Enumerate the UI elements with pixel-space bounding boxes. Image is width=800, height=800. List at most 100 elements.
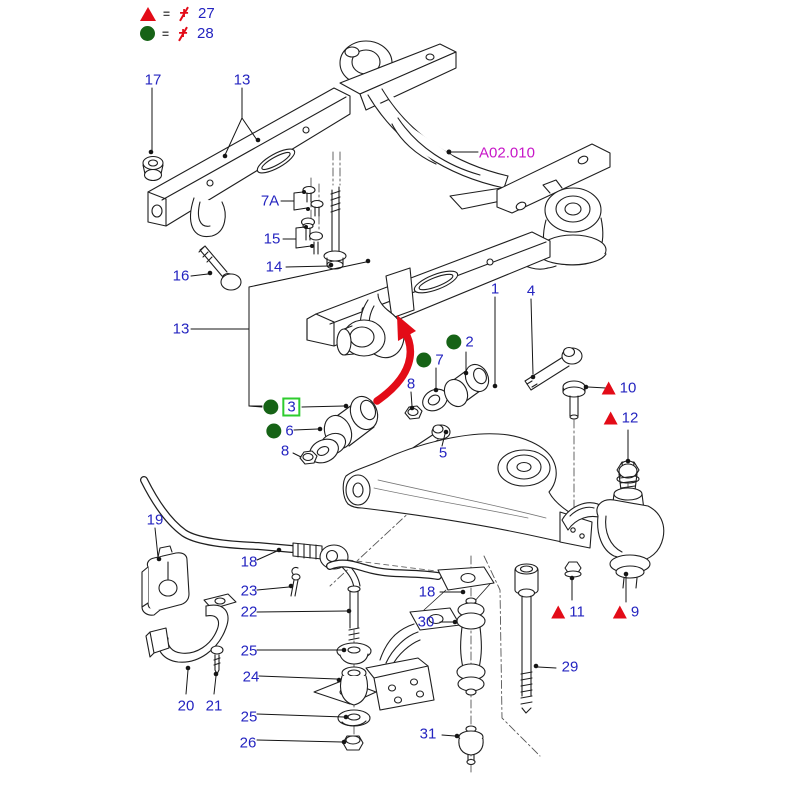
- part-label-11[interactable]: 11: [551, 604, 585, 621]
- part-label-5[interactable]: 5: [439, 445, 447, 462]
- legend-row-28: = + 28: [140, 25, 215, 42]
- part-number: 23: [240, 582, 258, 600]
- part-label-24[interactable]: 24: [243, 669, 260, 686]
- legend-number: 27: [198, 5, 215, 22]
- part-label-19[interactable]: 19: [147, 512, 164, 529]
- part-number: 16: [172, 267, 190, 285]
- part-number: 3: [282, 397, 301, 417]
- part-number: 18: [418, 583, 436, 601]
- subframe-upper-assembly: [302, 40, 611, 270]
- part-label-25[interactable]: 25: [241, 709, 258, 726]
- legend-row-27: = + 27: [140, 5, 215, 22]
- part-number: 17: [144, 71, 162, 89]
- part-label-16[interactable]: 16: [173, 268, 190, 285]
- part-label-20[interactable]: 20: [178, 698, 195, 715]
- legend: = + 27 = + 28: [140, 5, 215, 42]
- part-label-4[interactable]: 4: [527, 283, 535, 300]
- rear-crossmember: [306, 231, 551, 359]
- legend-number: 28: [197, 25, 214, 42]
- part-label-23[interactable]: 23: [241, 583, 258, 600]
- red-direction-arrow: [373, 315, 416, 405]
- part-number: 4: [526, 282, 536, 300]
- red-triangle-icon: [140, 6, 156, 21]
- part-number: 7A: [260, 192, 280, 210]
- part-label-31[interactable]: 31: [420, 726, 437, 743]
- reference-label-A02.010[interactable]: A02.010: [479, 145, 535, 162]
- part-label-8[interactable]: 8: [407, 376, 415, 393]
- stabilizer-link-parts: [326, 559, 539, 766]
- part-label-30[interactable]: 30: [418, 614, 435, 631]
- part-label-7A[interactable]: 7A: [261, 193, 279, 210]
- part-number: 22: [240, 603, 258, 621]
- green-circle-icon: [266, 423, 282, 439]
- part-number: 15: [263, 230, 281, 248]
- red-triangle-icon: [601, 381, 616, 395]
- part-label-18[interactable]: 18: [419, 584, 436, 601]
- part-label-6[interactable]: 6: [266, 422, 294, 440]
- balljoint-and-bolts: [524, 346, 665, 589]
- part-number: 29: [561, 658, 579, 676]
- part-number: 11: [569, 603, 585, 621]
- part-number: 5: [438, 444, 448, 462]
- red-triangle-icon: [612, 605, 627, 619]
- part-number: 20: [177, 697, 195, 715]
- part-label-26[interactable]: 26: [240, 735, 257, 752]
- part-label-22[interactable]: 22: [241, 604, 258, 621]
- part-number: 10: [619, 379, 637, 397]
- part-label-13[interactable]: 13: [173, 321, 190, 338]
- part-number: 12: [621, 409, 639, 427]
- part-number: 8: [280, 442, 290, 460]
- red-triangle-icon: [551, 605, 566, 619]
- part-label-15[interactable]: 15: [264, 231, 281, 248]
- part-label-12[interactable]: 12: [603, 409, 639, 427]
- not-equal-icon: +: [177, 5, 191, 22]
- part-label-18[interactable]: 18: [241, 554, 258, 571]
- leader-dots: [148, 137, 631, 745]
- part-label-14[interactable]: 14: [266, 259, 283, 276]
- fixing-screws: [300, 185, 347, 270]
- part-label-9[interactable]: 9: [612, 603, 640, 621]
- green-circle-icon: [140, 26, 155, 41]
- part-label-10[interactable]: 10: [601, 379, 637, 397]
- part-label-2[interactable]: 2: [446, 333, 474, 351]
- part-number: 21: [205, 697, 223, 715]
- green-circle-icon: [416, 352, 432, 368]
- part-label-25[interactable]: 25: [241, 643, 258, 660]
- part-number: 8: [406, 375, 416, 393]
- equals-sign: =: [162, 26, 170, 41]
- red-triangle-icon: [603, 411, 618, 425]
- front-crossmember: [142, 87, 351, 291]
- part-number: 2: [465, 333, 474, 351]
- part-number: A02.010: [479, 144, 535, 162]
- part-number: 18: [240, 553, 258, 571]
- part-label-3[interactable]: 3: [263, 397, 301, 417]
- part-label-17[interactable]: 17: [145, 72, 162, 89]
- part-label-7[interactable]: 7: [416, 351, 444, 369]
- part-number: 6: [285, 422, 294, 440]
- part-number: 26: [239, 734, 257, 752]
- part-number: 25: [240, 708, 258, 726]
- leader-lines: [151, 87, 629, 743]
- equals-sign: =: [163, 6, 171, 21]
- subframe-mount-stack: [313, 623, 435, 751]
- part-label-1[interactable]: 1: [491, 281, 499, 298]
- not-equal-icon: +: [176, 25, 190, 42]
- part-number: 25: [240, 642, 258, 660]
- part-number: 14: [265, 258, 283, 276]
- part-label-8[interactable]: 8: [281, 443, 289, 460]
- stabilizer-bar-assembly: [140, 476, 361, 675]
- part-number: 1: [490, 280, 500, 298]
- part-number: 24: [242, 668, 260, 686]
- part-number: 19: [146, 511, 164, 529]
- part-label-29[interactable]: 29: [562, 659, 579, 676]
- part-number: 13: [233, 71, 251, 89]
- part-label-13[interactable]: 13: [234, 72, 251, 89]
- part-number: 7: [435, 351, 444, 369]
- part-number: 31: [419, 725, 437, 743]
- green-circle-icon: [263, 399, 279, 415]
- part-label-21[interactable]: 21: [206, 698, 223, 715]
- part-number: 9: [630, 603, 640, 621]
